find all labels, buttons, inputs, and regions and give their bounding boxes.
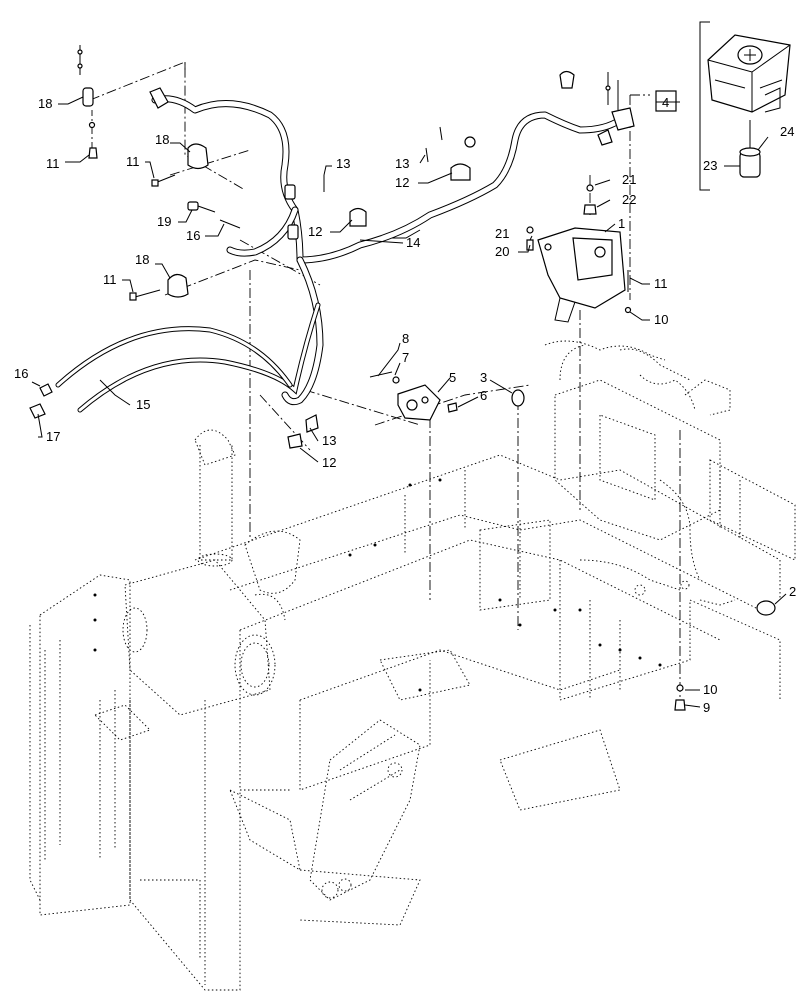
callout-24: 24 (780, 124, 794, 139)
def-tank-assembly (544, 340, 736, 606)
callout-16-mid: 16 (186, 228, 200, 243)
callout-19: 19 (157, 214, 171, 229)
callout-23: 23 (703, 158, 717, 173)
projection-lines (89, 61, 681, 700)
callout-13-right: 13 (395, 156, 409, 171)
leader-lines (31, 96, 787, 708)
callout-5: 5 (449, 370, 456, 385)
callout-11-lower: 11 (103, 272, 117, 287)
callout-11-top-left: 11 (46, 156, 60, 171)
callout-11-right: 11 (654, 276, 668, 291)
machine-frame (29, 454, 796, 991)
callout-18-top: 18 (38, 96, 52, 111)
callout-13-top: 13 (336, 156, 350, 171)
callout-3: 3 (480, 370, 487, 385)
callout-11-mid: 11 (126, 154, 140, 169)
callout-20: 20 (495, 244, 509, 259)
callout-12-harness-right: 12 (395, 175, 409, 190)
callout-13-bottom: 13 (322, 433, 336, 448)
callout-6: 6 (480, 388, 487, 403)
callout-10-upper: 10 (654, 312, 668, 327)
callout-18-mid: 18 (155, 132, 169, 147)
callout-15: 15 (136, 397, 150, 412)
callout-labels: 1 2 3 4 5 6 7 8 9 10 10 11 11 11 11 12 1… (14, 95, 796, 715)
hardware-parts (29, 45, 776, 711)
callout-7: 7 (402, 350, 409, 365)
callout-1: 1 (618, 216, 625, 231)
callout-12-harness-left: 12 (308, 224, 322, 239)
callout-9: 9 (703, 700, 710, 715)
callout-8: 8 (402, 331, 409, 346)
exhaust-muffler (122, 429, 301, 716)
callout-12-bottom: 12 (322, 455, 336, 470)
callout-22: 22 (622, 192, 636, 207)
callout-21-left: 21 (495, 226, 509, 241)
callout-21-right: 21 (622, 172, 636, 187)
callout-10-lower: 10 (703, 682, 717, 697)
harness-and-hoses (55, 87, 635, 413)
callout-18-lower: 18 (135, 252, 149, 267)
kit-4-detail (655, 21, 791, 191)
callout-16-left: 16 (14, 366, 28, 381)
callout-4: 4 (662, 95, 669, 110)
callout-17: 17 (46, 429, 60, 444)
callout-2: 2 (789, 584, 796, 599)
callout-14: 14 (406, 235, 420, 250)
